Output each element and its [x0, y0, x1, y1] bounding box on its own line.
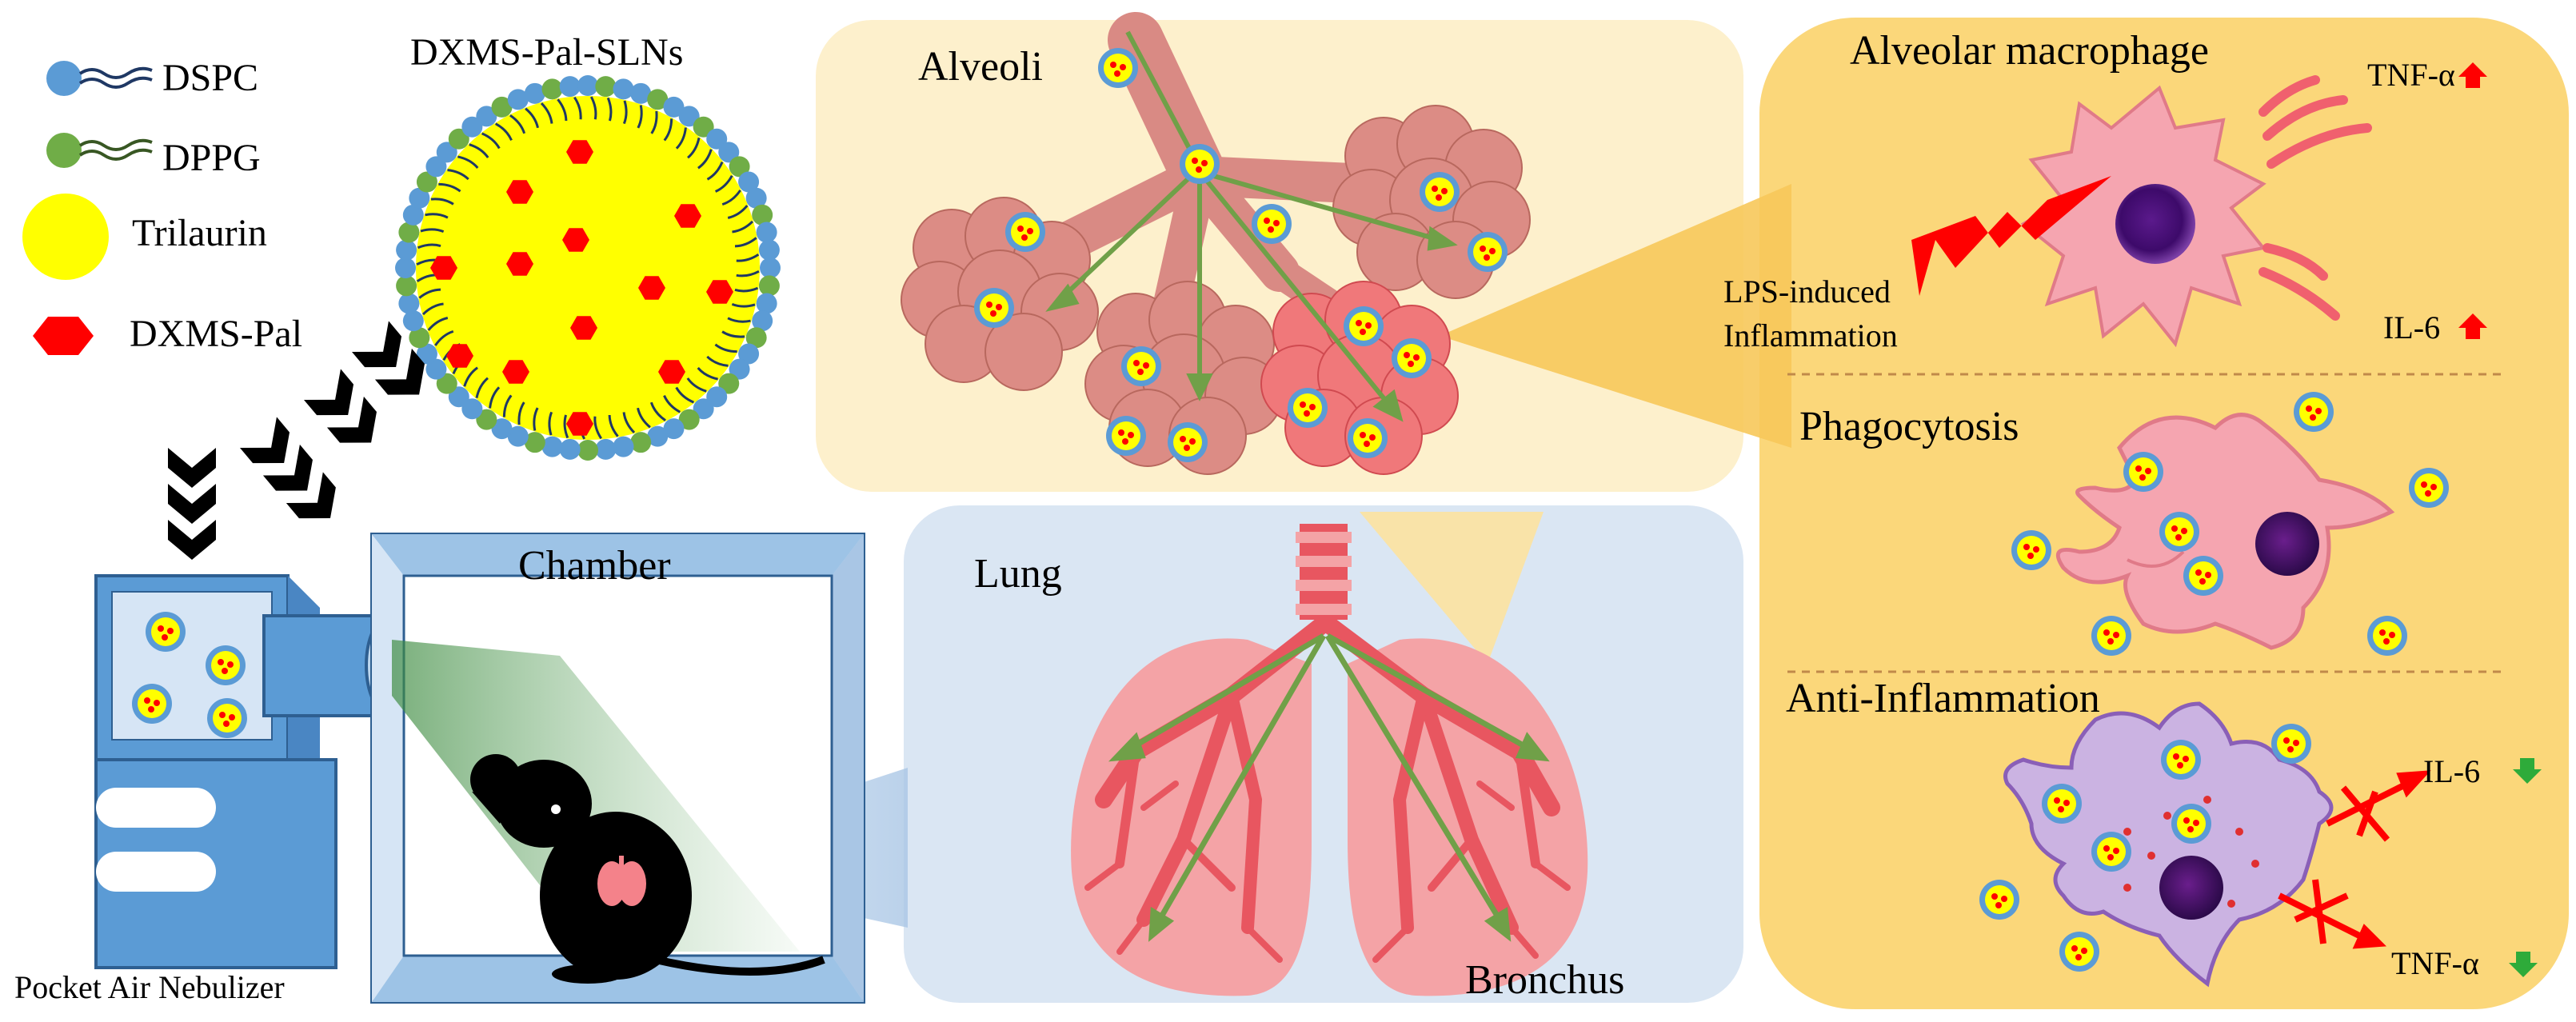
- legend-trilaurin-label: Trilaurin: [132, 212, 267, 254]
- treated-macrophage: [2003, 701, 2542, 988]
- sln-particle-icon: [1106, 416, 1146, 456]
- sln-particle-icon: [1180, 144, 1220, 184]
- sln-particle-icon: [1344, 306, 1384, 346]
- sln-particle-icon: [1420, 172, 1460, 212]
- sln-particle-icon: [1348, 418, 1388, 458]
- down-arrow-icon: [2513, 758, 2542, 784]
- legend-dxms-pal-label: DXMS-Pal: [130, 313, 303, 355]
- sln-particle-icon: [2011, 530, 2051, 570]
- lps-label-line1: LPS-induced: [1723, 273, 1891, 309]
- sln-particle-icon: [1468, 232, 1508, 272]
- sln-particle-icon: [2271, 724, 2311, 764]
- sln-particle-icon: [2091, 616, 2131, 656]
- lung-callout: [1360, 512, 1544, 664]
- trilaurin-icon: [22, 194, 109, 280]
- tnf-down-label: TNF-α: [2391, 945, 2479, 981]
- il6-up-label: IL-6: [2383, 309, 2441, 345]
- sln-particle-icon: [1121, 346, 1161, 386]
- dspc-icon: [46, 61, 82, 96]
- sln-particle-icon: [1392, 338, 1432, 378]
- nebulizer-label: Pocket Air Nebulizer: [14, 969, 285, 1005]
- dxms-pal-icon: [33, 317, 94, 355]
- sln-particle-icon: [207, 698, 247, 738]
- lung-title: Lung: [974, 551, 1062, 597]
- sln-particle-icon: [206, 645, 246, 685]
- mouse-icon: [470, 754, 825, 984]
- sln-particle-icon: [2367, 616, 2407, 656]
- sln-particle-icon: [1098, 48, 1138, 88]
- mist-chevrons: [168, 321, 425, 560]
- legend: [22, 61, 153, 355]
- sln-particle-icon: [1168, 422, 1208, 462]
- legend-dppg-label: DPPG: [162, 137, 261, 179]
- tnf-up-label: TNF-α: [2367, 57, 2455, 93]
- alveoli-title: Alveoli: [918, 44, 1043, 90]
- sln-particle-icon: [2409, 468, 2449, 508]
- sln-particle-icon: [1005, 212, 1045, 252]
- sln-particle-icon: [1979, 880, 2019, 920]
- sln-particle-icon: [974, 288, 1014, 328]
- alveolus-callout: [1440, 184, 1791, 448]
- alveolar-macrophage-title: Alveolar macrophage: [1850, 28, 2210, 74]
- dppg-icon: [46, 133, 82, 168]
- sln-particle-icon: [2042, 784, 2082, 824]
- sln-particle-icon: [146, 612, 186, 652]
- sln-particle-icon: [2091, 832, 2131, 872]
- sln-particle-icon: [2294, 392, 2334, 432]
- down-arrow-icon: [2509, 952, 2538, 977]
- up-arrow-icon: [2458, 313, 2487, 339]
- chamber-label: Chamber: [518, 543, 671, 589]
- il6-down-label: IL-6: [2423, 753, 2481, 789]
- lps-label-line2: Inflammation: [1723, 317, 1898, 353]
- sln-particle-icon: [2059, 932, 2099, 972]
- activated-macrophage: [1911, 62, 2487, 348]
- sln-particle-icon: [1252, 204, 1292, 244]
- phagocytosis-title: Phagocytosis: [1799, 404, 2019, 449]
- sln-particle-icon: [132, 684, 172, 724]
- sln-particle-icon: [2123, 452, 2163, 492]
- bronchus-label: Bronchus: [1465, 957, 1625, 1003]
- lung-illustration: [1071, 524, 1588, 996]
- anti-inflammation-title: Anti-Inflammation: [1786, 676, 2100, 721]
- sln-particle: [395, 75, 781, 461]
- sln-particle-icon: [2171, 804, 2211, 844]
- sln-title: DXMS-Pal-SLNs: [410, 31, 684, 74]
- sln-particle-icon: [2161, 740, 2201, 780]
- up-arrow-icon: [2458, 62, 2487, 88]
- sln-particle-icon: [2159, 512, 2199, 552]
- legend-dspc-label: DSPC: [162, 57, 259, 99]
- sln-particle-icon: [1288, 388, 1328, 428]
- nebulizer: [94, 574, 416, 969]
- sln-particle-icon: [2183, 556, 2223, 596]
